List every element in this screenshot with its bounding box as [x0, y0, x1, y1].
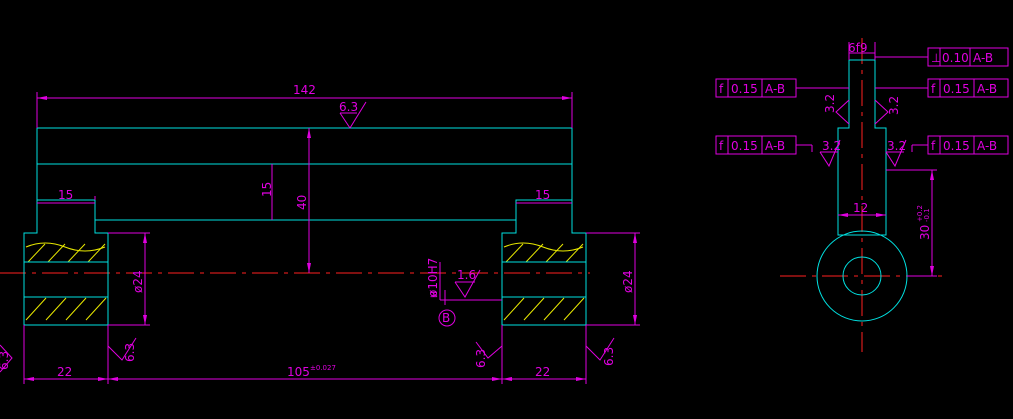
rough-right-face-b-text: 6.3	[602, 347, 616, 366]
dim-left-dia: ø24	[108, 232, 150, 326]
dim-hole-text: ø10H7	[426, 258, 440, 297]
fcf-left-upper-tol: 0.15	[731, 82, 758, 96]
fcf-left-lower-sym: f	[719, 139, 724, 153]
front-view: 142 15 15 15 40 6.3	[0, 83, 640, 384]
top-tab	[837, 60, 887, 236]
fcf-left-upper: f 0.15 A-B	[715, 78, 849, 98]
rough-left-end-text: 6.3	[0, 351, 11, 370]
dim-right-step: 15	[516, 188, 572, 204]
rough-top-text: 6.3	[339, 100, 358, 114]
datum-h-text: H	[430, 291, 440, 298]
dim-length-text: 142	[293, 83, 316, 97]
inner-hole-circle	[842, 256, 882, 296]
rough-side-left-low: 3.2	[819, 139, 841, 168]
side-view: 6f9 12 30 +0.2 -0.1 3.2 3.2	[715, 38, 1009, 352]
fcf-right-lower: f 0.15 A-B	[911, 135, 1009, 155]
rough-side-left: 3.2	[823, 94, 850, 125]
dim-right-width-text: 22	[535, 365, 550, 379]
fcf-right-upper-tol: 0.15	[943, 82, 970, 96]
dim-left-dia-text: ø24	[131, 270, 145, 293]
dim-width-mid: 12	[838, 201, 886, 217]
rough-left-face-text: 6.3	[123, 343, 137, 362]
left-boss-hatch	[24, 242, 108, 321]
fcf-right-upper: f 0.15 A-B	[875, 78, 1009, 98]
fcf-left-lower-tol: 0.15	[731, 139, 758, 153]
right-boss-hatch	[502, 242, 586, 321]
dim-right-dia-text: ø24	[621, 270, 635, 293]
dim-center-dist-text: 105	[287, 365, 310, 379]
rough-right-face-b: 6.3	[585, 337, 616, 366]
fcf-right-upper-sym: f	[931, 82, 936, 96]
rough-side-right-text: 3.2	[887, 96, 901, 115]
fcf-left-lower-datum: A-B	[765, 139, 785, 153]
dim-right-dia: ø24	[586, 232, 640, 326]
right-boss	[501, 199, 587, 326]
rough-hole: 1.6	[454, 268, 481, 298]
rough-side-right-low-text: 3.2	[887, 139, 906, 153]
rough-right-face-a-text: 6.3	[474, 349, 488, 368]
dim-height-tol-text: 30	[918, 225, 932, 240]
dim-height-tol-sup: +0.2	[916, 205, 924, 222]
fcf-right-lower-sym: f	[931, 139, 936, 153]
dim-width-mid-text: 12	[853, 201, 868, 215]
rough-side-right-low: 3.2	[885, 139, 907, 168]
dim-left-step: 15	[37, 188, 96, 204]
rough-hole-text: 1.6	[457, 268, 476, 282]
rough-left-end: 6.3	[0, 344, 13, 373]
left-boss	[23, 199, 109, 326]
fcf-top: ⊥ 0.10 A-B	[875, 47, 1009, 67]
dim-right-step-text: 15	[535, 188, 550, 202]
rough-top: 6.3	[339, 100, 367, 129]
datum-b-circle	[438, 309, 456, 327]
top-plate	[36, 127, 573, 165]
dim-height-text: 40	[295, 195, 309, 210]
fcf-left-upper-datum: A-B	[765, 82, 785, 96]
rough-right-face-a: 6.3	[474, 341, 503, 368]
dim-height-tol-sub: -0.1	[923, 208, 931, 222]
dim-center-tol-text: ±0.027	[310, 364, 336, 372]
dim-upper-15: 15	[260, 164, 274, 220]
dim-left-width-text: 22	[57, 365, 72, 379]
fcf-right-upper-datum: A-B	[977, 82, 997, 96]
rough-side-left-low-text: 3.2	[822, 139, 841, 153]
dim-left-step-text: 15	[58, 188, 73, 202]
fcf-left-upper-sym: f	[719, 82, 724, 96]
fcf-right-lower-tol: 0.15	[943, 139, 970, 153]
rough-side-left-text: 3.2	[823, 94, 837, 113]
dim-length: 142	[36, 83, 573, 128]
datum-b-text: B	[442, 311, 450, 325]
fcf-right-lower-datum: A-B	[977, 139, 997, 153]
dim-height-tol: 30 +0.2 -0.1	[886, 169, 937, 277]
fcf-top-datum: A-B	[973, 51, 993, 65]
fcf-top-sym: ⊥	[931, 51, 941, 65]
dim-height: 40	[295, 128, 311, 273]
dim-bottom: 22 105 ±0.027 22	[23, 325, 587, 384]
fcf-top-tol: 0.10	[942, 51, 969, 65]
dim-width-top-text: 6f9	[848, 41, 868, 55]
rough-side-right: 3.2	[874, 96, 901, 125]
fcf-left-lower: f 0.15 A-B	[715, 135, 813, 155]
dim-hole: ø10H7 H B	[426, 258, 502, 327]
dim-upper-15-text: 15	[260, 182, 274, 197]
